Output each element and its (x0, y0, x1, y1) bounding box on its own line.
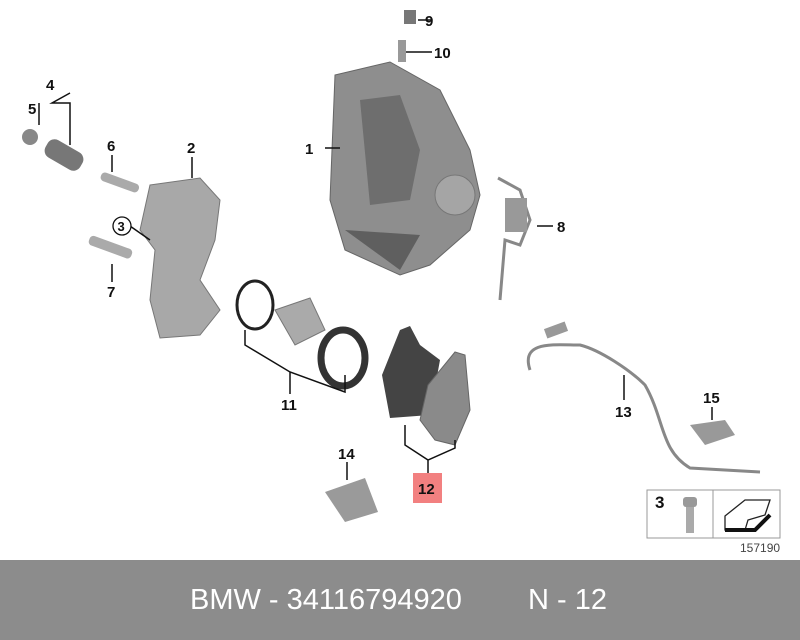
guide-bolt[interactable] (99, 171, 140, 193)
inset-label: 3 (655, 493, 664, 512)
position-number: N - 12 (528, 584, 607, 616)
callout-4[interactable]: 4 (46, 77, 55, 94)
dust-cap[interactable] (22, 129, 38, 145)
grease-packet[interactable] (325, 478, 378, 522)
bleeder-valve[interactable] (398, 40, 406, 62)
brake-pad-outer[interactable] (419, 351, 471, 446)
sensor-bracket[interactable] (690, 420, 735, 445)
callout-6[interactable]: 6 (107, 138, 115, 155)
callout-10[interactable]: 10 (434, 45, 451, 62)
highlight-box (413, 473, 442, 503)
exploded-view: 9 10 4 5 1 6 2 3 8 7 11 13 15 14 12 3 15… (22, 10, 781, 555)
part-number: BMW - 34116794920 (190, 584, 462, 616)
footer-bar: BMW - 34116794920 N - 12 (0, 560, 800, 640)
callout-2[interactable]: 2 (187, 140, 195, 157)
spring-clip[interactable] (497, 176, 532, 301)
callout-8[interactable]: 8 (557, 219, 565, 236)
callout-13[interactable]: 13 (615, 404, 632, 421)
bolt-icon (683, 497, 697, 533)
callout-15[interactable]: 15 (703, 390, 720, 407)
caliper-housing[interactable] (329, 61, 481, 276)
callout-1[interactable]: 1 (305, 141, 313, 158)
bleeder-cap[interactable] (404, 10, 416, 24)
dust-boot[interactable] (317, 326, 369, 390)
caliper-carrier[interactable] (139, 177, 221, 339)
piston-seal[interactable] (235, 279, 275, 331)
guide-sleeve[interactable] (42, 136, 87, 173)
piston[interactable] (274, 297, 326, 346)
callout-11[interactable]: 11 (281, 397, 297, 414)
callout-9[interactable]: 9 (425, 13, 433, 30)
callout-12[interactable]: 12 (418, 481, 435, 498)
callout-5[interactable]: 5 (28, 101, 36, 118)
anti-rattle-plate (505, 198, 527, 232)
wear-sensor-cable[interactable] (526, 343, 761, 474)
callout-7[interactable]: 7 (107, 284, 115, 301)
inset-box: 3 157190 (646, 489, 781, 555)
callout-3[interactable]: 3 (118, 219, 125, 234)
guide-bolt-2[interactable] (88, 235, 134, 260)
diagram-reference: 157190 (740, 541, 780, 555)
wear-sensor[interactable] (543, 321, 569, 339)
callout-14[interactable]: 14 (338, 446, 355, 463)
callout-3-circle (112, 216, 132, 236)
